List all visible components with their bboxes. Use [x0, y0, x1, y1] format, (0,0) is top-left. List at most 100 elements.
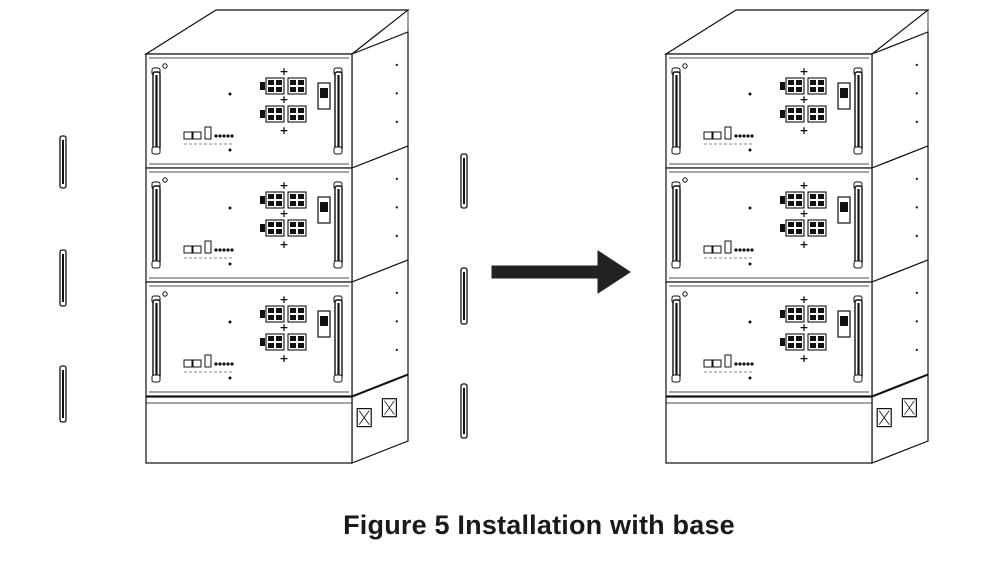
polarity-mark: + [799, 93, 808, 106]
terminal-screw [290, 80, 296, 85]
status-led [742, 248, 746, 252]
side-screw [915, 206, 918, 209]
dip-switch [204, 126, 212, 140]
breaker-toggle [320, 316, 328, 326]
front-screw [228, 376, 232, 380]
ground-screw [682, 177, 688, 183]
status-led [218, 248, 222, 252]
status-led [746, 248, 750, 252]
polarity-mark: + [799, 352, 808, 365]
terminal-screw [796, 343, 802, 348]
dip-switch [724, 240, 732, 254]
terminal-screw [796, 108, 802, 113]
terminal-lug [260, 310, 265, 318]
terminal-screw [796, 87, 802, 92]
terminal-screw [276, 222, 282, 227]
terminal-lug [780, 224, 785, 232]
can-port [712, 245, 722, 254]
battery-module: +++ [145, 31, 409, 169]
terminal-screw [268, 87, 274, 92]
terminal-screw [298, 315, 304, 320]
status-led [218, 362, 222, 366]
loose-mounting-brackets [59, 135, 468, 439]
terminal-screw [276, 229, 282, 234]
terminal-screw [268, 229, 274, 234]
status-led [226, 134, 230, 138]
terminal-screw [818, 343, 824, 348]
terminal-screw [268, 108, 274, 113]
front-screw [748, 92, 752, 96]
terminal-screw [290, 222, 296, 227]
terminal-screw [290, 194, 296, 199]
module-side [871, 31, 929, 169]
terminal-screw [290, 315, 296, 320]
front-screw [228, 206, 232, 210]
front-screw [748, 262, 752, 266]
status-led [218, 134, 222, 138]
ground-screw [682, 291, 688, 297]
terminal-screw [268, 80, 274, 85]
terminal-screw [268, 115, 274, 120]
polarity-mark: + [799, 65, 808, 78]
status-led [746, 362, 750, 366]
side-screw [915, 234, 918, 237]
module-front [665, 281, 873, 397]
dip-switch [724, 354, 732, 368]
front-screw [748, 376, 752, 380]
terminal-screw [788, 336, 794, 341]
polarity-mark: + [279, 352, 288, 365]
side-screw [395, 206, 398, 209]
base-front [145, 396, 353, 464]
status-led [230, 134, 234, 138]
polarity-mark: + [799, 207, 808, 220]
terminal-screw [788, 308, 794, 313]
module-side [871, 145, 929, 283]
terminal-screw [290, 308, 296, 313]
side-screw [915, 291, 918, 294]
handle-mount [333, 374, 343, 383]
terminal-screw [788, 115, 794, 120]
module-side [351, 259, 409, 397]
terminal-screw [810, 336, 816, 341]
terminal-screw [796, 80, 802, 85]
side-screw [395, 92, 398, 95]
terminal-screw [788, 87, 794, 92]
status-led [738, 134, 742, 138]
side-screw [915, 120, 918, 123]
status-led [734, 362, 738, 366]
polarity-mark: + [799, 321, 808, 334]
ground-screw [682, 63, 688, 69]
status-led [230, 362, 234, 366]
handle-mount [151, 146, 161, 155]
terminal-screw [810, 343, 816, 348]
vent-mark [358, 410, 370, 425]
dip-switch [204, 354, 212, 368]
module-side [351, 145, 409, 283]
vent-mark [904, 400, 915, 415]
status-led [222, 248, 226, 252]
terminal-screw [788, 315, 794, 320]
can-port [712, 359, 722, 368]
terminal-screw [818, 87, 824, 92]
module-front [145, 167, 353, 283]
terminal-lug [260, 338, 265, 346]
side-screw [915, 63, 918, 66]
terminal-screw [268, 222, 274, 227]
front-screw [228, 262, 232, 266]
handle-mount [853, 260, 863, 269]
vent-mark [878, 410, 890, 425]
terminal-screw [298, 87, 304, 92]
breaker-toggle [840, 88, 848, 98]
rs485-port [703, 359, 713, 368]
module-front [665, 167, 873, 283]
terminal-screw [818, 201, 824, 206]
arrow-right-icon [491, 250, 631, 294]
battery-module: +++ [145, 145, 409, 283]
terminal-screw [268, 315, 274, 320]
module-front [665, 53, 873, 169]
polarity-mark: + [279, 321, 288, 334]
terminal-screw [268, 343, 274, 348]
terminal-screw [276, 343, 282, 348]
handle-mount [671, 146, 681, 155]
terminal-screw [810, 222, 816, 227]
